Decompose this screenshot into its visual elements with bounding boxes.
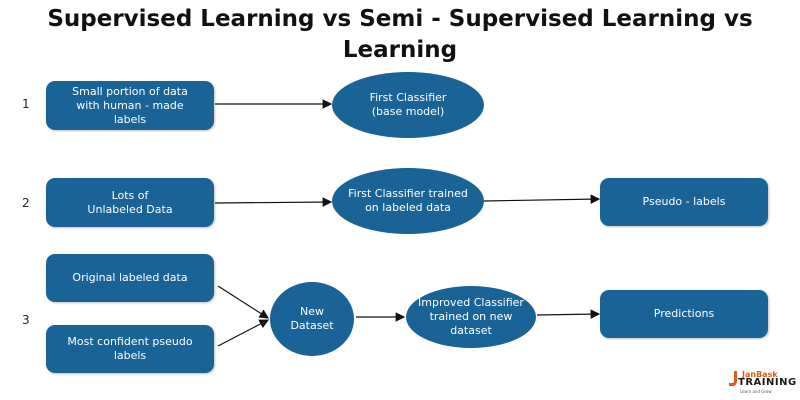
logo-mark-icon	[729, 371, 737, 386]
node-improved-classifier-label: Improved Classifier trained on new datas…	[418, 296, 524, 337]
node-improved-classifier: Improved Classifier trained on new datas…	[406, 286, 536, 348]
node-new-dataset-label: New Dataset	[290, 305, 334, 332]
node-predictions: Predictions	[600, 290, 768, 338]
logo-line-1: JanBask	[742, 370, 778, 379]
logo-line-2: TRAINING	[738, 377, 797, 388]
logo-line-3: Learn and Grow	[740, 389, 772, 394]
node-pseudo-labels: Pseudo - labels	[600, 178, 768, 226]
node-original-labeled-data-label: Original labeled data	[72, 271, 188, 284]
node-original-labeled-data: Original labeled data	[46, 254, 214, 302]
arrow-original-to-dataset	[217, 285, 270, 319]
node-new-dataset: New Dataset	[270, 282, 354, 356]
node-pseudo-labels-label: Pseudo - labels	[642, 195, 726, 208]
arrow-unlabeled-to-trained	[214, 197, 333, 207]
arrow-improved-to-predictions	[536, 309, 601, 319]
node-first-classifier: First Classifier (base model)	[332, 72, 484, 138]
diagram-title: Supervised Learning vs Semi - Supervised…	[0, 4, 800, 66]
step-number-2: 2	[22, 196, 30, 210]
node-small-labeled-data-label: Small portion of data with human - made …	[72, 84, 188, 126]
arrow-trained-to-pseudo	[483, 194, 601, 204]
node-first-classifier-label: First Classifier (base model)	[369, 91, 447, 118]
node-small-labeled-data: Small portion of data with human - made …	[46, 81, 214, 130]
title-line-1: Supervised Learning vs Semi - Supervised…	[47, 6, 753, 32]
node-unlabeled-data-label: Lots of Unlabeled Data	[87, 188, 173, 216]
node-predictions-label: Predictions	[653, 307, 715, 320]
node-unlabeled-data: Lots of Unlabeled Data	[46, 178, 214, 227]
step-number-3: 3	[22, 313, 30, 327]
arrow-confident-to-dataset	[217, 319, 270, 347]
node-confident-pseudo-labels-label: Most confident pseudo labels	[67, 335, 193, 362]
janbask-training-logo: JanBask TRAINING Learn and Grow	[728, 370, 797, 396]
node-confident-pseudo-labels: Most confident pseudo labels	[46, 325, 214, 373]
step-number-1: 1	[22, 97, 30, 111]
node-trained-classifier: First Classifier trained on labeled data	[332, 168, 484, 234]
title-line-2: Learning	[342, 37, 458, 63]
node-trained-classifier-label: First Classifier trained on labeled data	[348, 187, 468, 214]
